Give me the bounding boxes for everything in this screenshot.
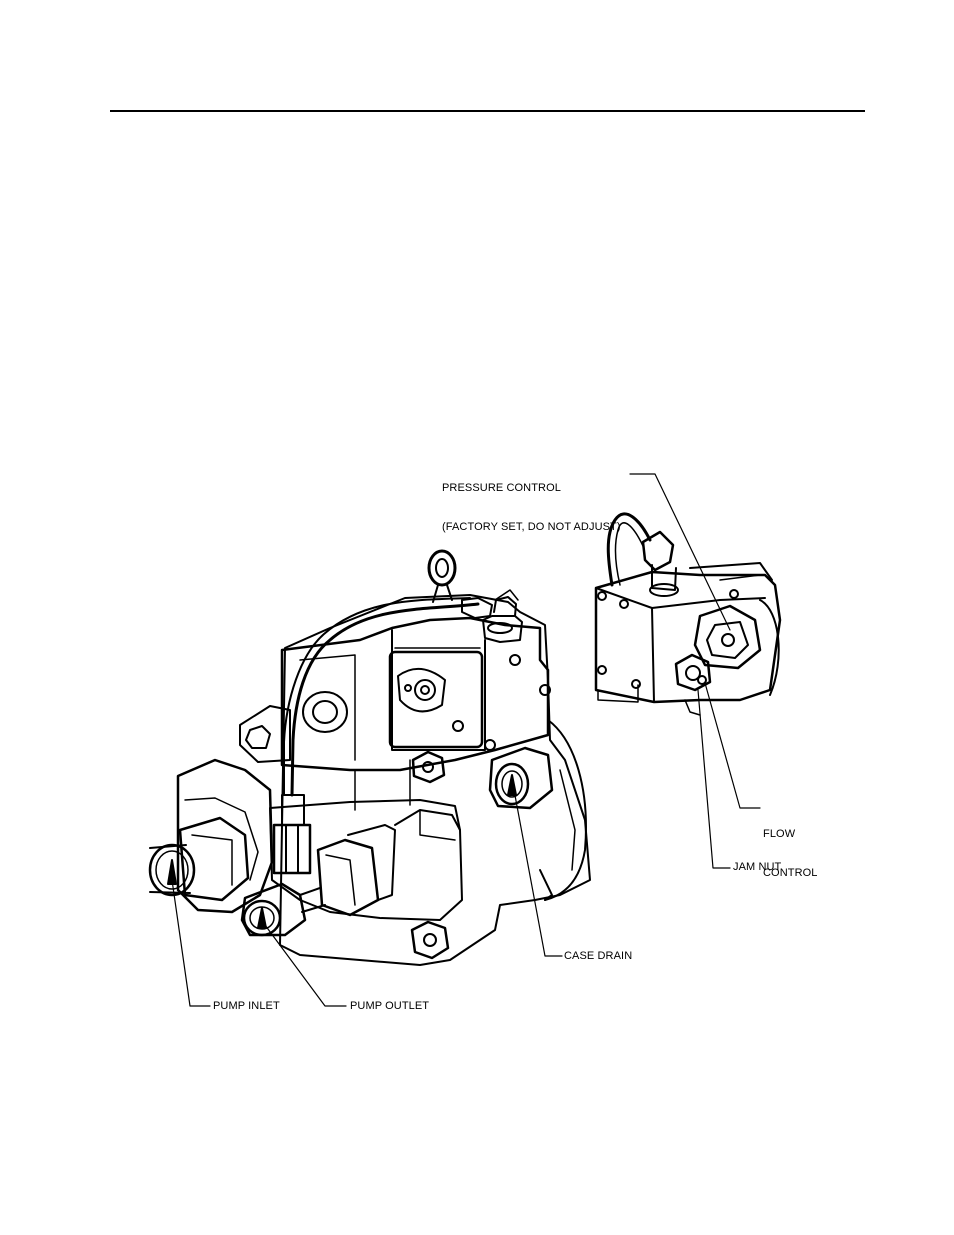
detail-inset-drawing [594, 512, 782, 716]
main-pump-drawing [148, 549, 591, 966]
header-rule [110, 110, 865, 112]
pressure-control-title: PRESSURE CONTROL [442, 482, 561, 494]
pump-outlet-label: PUMP OUTLET [350, 1000, 430, 1012]
flow-control-line1: FLOW [763, 828, 796, 840]
pressure-control-label: PRESSURE CONTROL (FACTORY SET, DO NOT AD… [442, 456, 621, 560]
callout-leaders [171, 473, 761, 1007]
flow-control-line2: CONTROL [763, 867, 818, 879]
jam-nut-label: JAM NUT [733, 861, 782, 873]
case-drain-label: CASE DRAIN [564, 950, 633, 962]
flow-control-label: FLOW CONTROL [763, 802, 817, 906]
pressure-control-note: (FACTORY SET, DO NOT ADJUST) [442, 521, 621, 533]
pump-inlet-label: PUMP INLET [213, 1000, 280, 1012]
